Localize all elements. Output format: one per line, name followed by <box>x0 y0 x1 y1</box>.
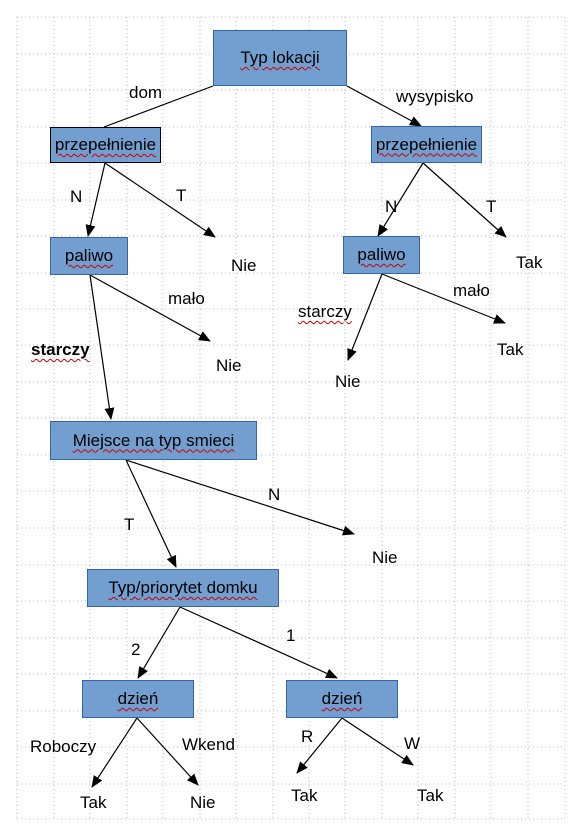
edge-day-left-roboczy <box>91 717 138 788</box>
leaf-tak-fuel-right: Tak <box>497 340 524 359</box>
node-paliwo-left[interactable]: paliwo <box>50 237 128 275</box>
edge-label-w: W <box>404 734 421 753</box>
leaf-nie-wkend: Nie <box>190 793 216 812</box>
edge-label-malo-left: mało <box>168 289 205 308</box>
edge-overflow-left-n <box>85 162 106 237</box>
edge-overflow-left-t <box>104 162 216 238</box>
edge-fuel-right-malo <box>381 273 506 324</box>
node-przepelnienie-left-label: przepełnienie <box>54 135 157 154</box>
edge-label-n-right: N <box>385 197 398 216</box>
edge-label-wkend: Wkend <box>182 735 235 754</box>
node-miejsce-na-typ-smieci[interactable]: Miejsce na typ smieci <box>50 421 257 460</box>
node-typ-lokacji[interactable]: Typ lokacji <box>213 30 347 86</box>
edge-label-starczy-right: starczy <box>298 302 352 321</box>
edge-label-roboczy: Roboczy <box>30 737 97 756</box>
node-przepelnienie-right[interactable]: przepełnienie <box>371 126 482 163</box>
leaf-tak-roboczy: Tak <box>80 793 107 812</box>
leaf-nie-overflow-left: Nie <box>231 256 257 275</box>
node-paliwo-left-label: paliwo <box>64 246 114 265</box>
node-paliwo-right-label: paliwo <box>357 245 406 264</box>
node-przepelnienie-right-label: przepełnienie <box>375 134 478 154</box>
node-paliwo-right[interactable]: paliwo <box>343 236 420 274</box>
edge-day-right-r <box>296 717 343 774</box>
edge-label-dom: dom <box>129 83 163 102</box>
edge-overflow-right-n <box>377 162 424 237</box>
leaf-tak-r: Tak <box>291 786 318 805</box>
edge-label-starczy-left: starczy <box>31 340 90 359</box>
edge-fuel-left-malo <box>89 274 211 342</box>
node-przepelnienie-left[interactable]: przepełnienie <box>50 127 161 163</box>
node-typ-priorytet-domku[interactable]: Typ/priorytet domku <box>87 569 279 607</box>
edge-fuel-left-starczy <box>89 274 115 420</box>
edge-prio-2 <box>137 606 181 679</box>
leaf-tak-overflow-right: Tak <box>516 253 543 272</box>
edge-day-left-wkend <box>136 717 199 786</box>
node-miejsce-label: Miejsce na typ smieci <box>72 430 235 450</box>
edge-label-n-left: N <box>70 187 83 206</box>
leaf-nie-fuel-left: Nie <box>216 356 242 375</box>
edge-root-to-przepelnienie-right <box>346 85 422 127</box>
edge-trash-n <box>125 459 355 536</box>
edge-root-to-przepelnienie-left <box>103 85 214 128</box>
node-typ-lokacji-label: Typ lokacji <box>240 48 320 67</box>
leaf-tak-w: Tak <box>417 786 444 805</box>
edge-label-malo-right: mało <box>453 281 490 300</box>
edge-label-r: R <box>301 727 314 746</box>
node-dzien-left-label: dzień <box>117 689 159 708</box>
edge-label-t-left: T <box>176 186 187 205</box>
edge-label-wysypisko: wysypisko <box>396 87 474 106</box>
edge-fuel-right-starczy <box>347 273 383 361</box>
edge-day-right-w <box>341 717 414 766</box>
node-dzien-right[interactable]: dzień <box>286 680 398 718</box>
edge-label-prio-2: 2 <box>131 640 141 659</box>
node-typ-priorytet-label: Typ/priorytet domku <box>108 578 258 597</box>
edge-prio-1 <box>179 606 338 679</box>
edge-label-t-right: T <box>486 197 497 216</box>
node-dzien-left[interactable]: dzień <box>82 680 194 718</box>
edge-overflow-right-t <box>422 162 507 238</box>
edge-label-n-trash: N <box>268 485 281 504</box>
leaf-nie-fuel-right: Nie <box>335 372 361 391</box>
edge-label-prio-1: 1 <box>286 626 296 645</box>
edge-label-t-trash: T <box>124 515 135 534</box>
leaf-nie-trash: Nie <box>372 548 398 567</box>
node-dzien-right-label: dzień <box>321 689 363 708</box>
edge-trash-t <box>125 459 177 568</box>
